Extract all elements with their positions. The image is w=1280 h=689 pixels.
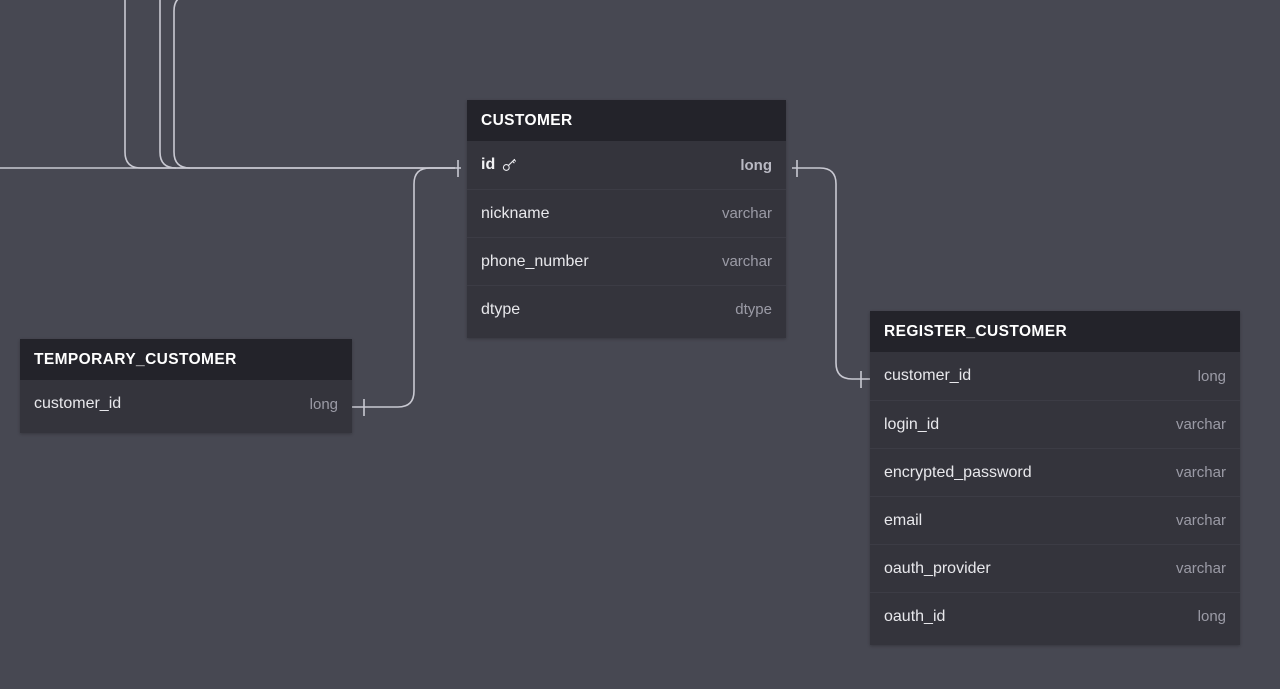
attribute-row-customer-nickname[interactable]: nickname varchar: [467, 189, 786, 237]
attribute-name: login_id: [884, 415, 940, 433]
edge-temporary-customer-to-customer: [352, 167, 461, 408]
attribute-row-register-customer-oauth-id[interactable]: oauth_id long: [870, 592, 1240, 640]
entity-temporary-customer-title: TEMPORARY_CUSTOMER: [20, 339, 352, 380]
attribute-row-register-customer-email[interactable]: email varchar: [870, 496, 1240, 544]
attribute-row-customer-phone-number[interactable]: phone_number varchar: [467, 237, 786, 285]
attribute-name: id: [481, 156, 517, 174]
edge-offscreen-1: [124, 0, 455, 169]
attribute-row-register-customer-encrypted-password[interactable]: encrypted_password varchar: [870, 448, 1240, 496]
entity-register-customer[interactable]: REGISTER_CUSTOMER customer_id long login…: [870, 311, 1240, 645]
attribute-row-register-customer-customer-id[interactable]: customer_id long: [870, 352, 1240, 400]
attribute-name: email: [884, 511, 923, 529]
attribute-name: customer_id: [884, 367, 972, 384]
attribute-row-customer-dtype[interactable]: dtype dtype: [467, 285, 786, 333]
attribute-row-register-customer-oauth-provider[interactable]: oauth_provider varchar: [870, 544, 1240, 592]
attribute-type: varchar: [1175, 512, 1226, 529]
edge-customer-to-register-customer: [792, 167, 870, 380]
entity-temporary-customer-attributes: customer_id long: [20, 380, 352, 433]
entity-register-customer-title: REGISTER_CUSTOMER: [870, 311, 1240, 352]
entity-customer-title: CUSTOMER: [467, 100, 786, 141]
attribute-row-customer-id[interactable]: id long: [467, 141, 786, 189]
attribute-type: long: [309, 395, 338, 413]
entity-temporary-customer[interactable]: TEMPORARY_CUSTOMER customer_id long: [20, 339, 352, 433]
edge-offscreen-2: [173, 0, 191, 169]
attribute-name: dtype: [481, 300, 521, 318]
attribute-name: customer_id: [34, 395, 122, 412]
attribute-type: varchar: [721, 253, 772, 270]
key-icon: [502, 157, 517, 172]
attribute-name: oauth_id: [884, 607, 946, 625]
attribute-type: long: [1197, 608, 1226, 625]
attribute-type: varchar: [1175, 560, 1226, 577]
attribute-type: dtype: [735, 301, 772, 318]
attribute-type: varchar: [1175, 416, 1226, 433]
attribute-name: encrypted_password: [884, 463, 1032, 481]
entity-customer-attributes: id long nickname varchar phone_number va…: [467, 141, 786, 338]
entity-register-customer-attributes: customer_id long login_id varchar encryp…: [870, 352, 1240, 645]
attribute-name: oauth_provider: [884, 559, 991, 577]
attribute-name-text: id: [481, 156, 496, 173]
attribute-type: varchar: [721, 205, 772, 222]
attribute-name: nickname: [481, 204, 550, 222]
attribute-name: phone_number: [481, 252, 589, 270]
attribute-type: long: [740, 156, 772, 174]
attribute-type: long: [1197, 367, 1226, 385]
attribute-row-register-customer-login-id[interactable]: login_id varchar: [870, 400, 1240, 448]
edge-offscreen-3: [159, 0, 177, 169]
attribute-type: varchar: [1175, 464, 1226, 481]
attribute-row-temporary-customer-customer-id[interactable]: customer_id long: [20, 380, 352, 428]
entity-customer[interactable]: CUSTOMER id long nickname varchar phone_…: [467, 100, 786, 338]
